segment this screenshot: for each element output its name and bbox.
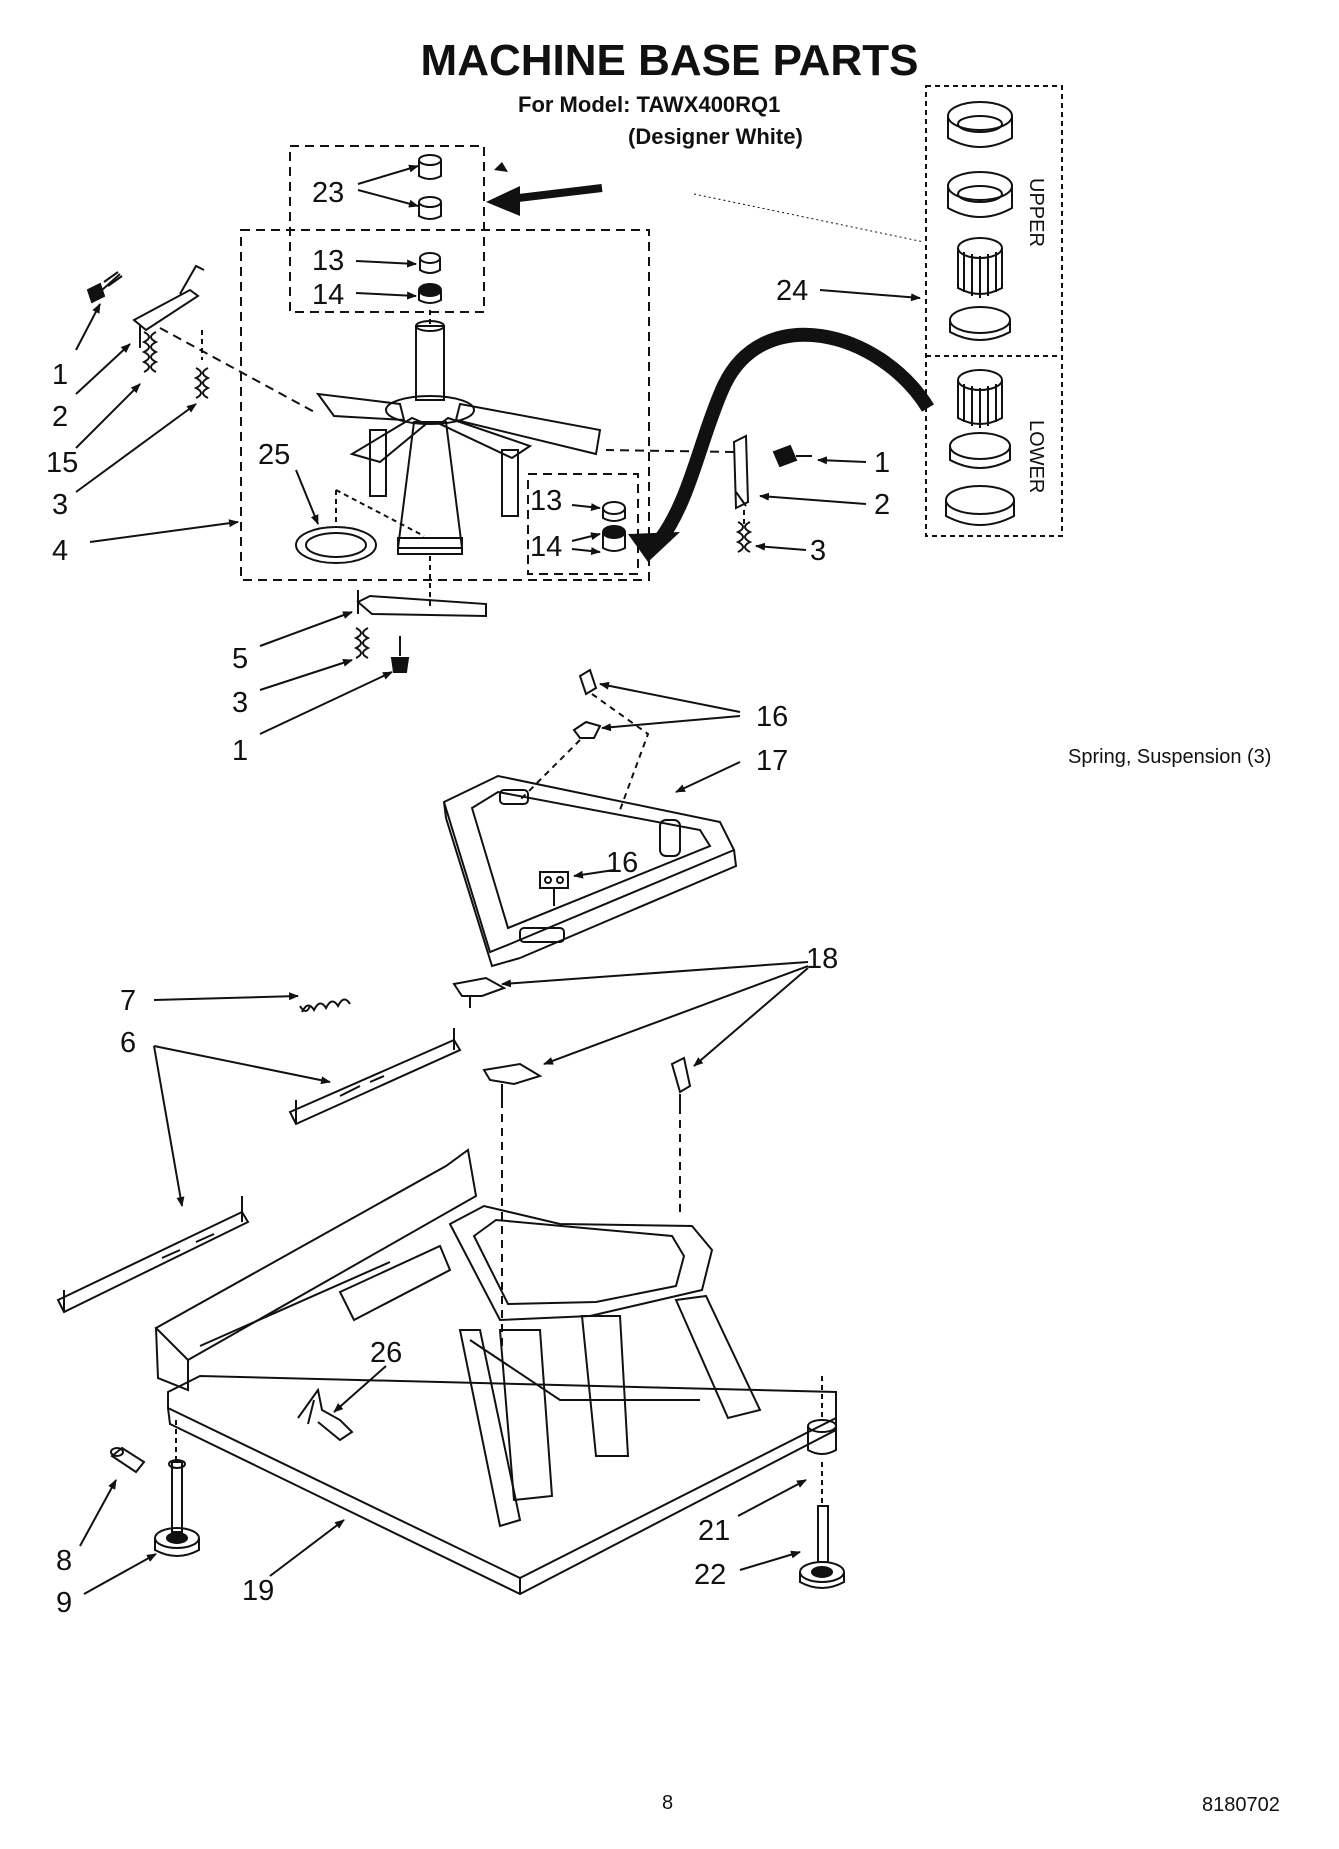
pad-16-center (539, 871, 569, 906)
bolt-1-lower (390, 636, 410, 673)
foot-pad-21 (807, 1376, 837, 1455)
kit-direction-arrow (654, 327, 934, 545)
callout-box-tub-support (240, 229, 650, 581)
spring-3-lower (353, 627, 371, 659)
page-title: MACHINE BASE PARTS (420, 36, 919, 85)
seal-ring-25 (295, 489, 425, 564)
bracket-2-right (605, 434, 750, 510)
model-number: For Model: TAWX400RQ1 (518, 92, 781, 117)
bracket-5 (356, 590, 487, 618)
spring-15 (141, 331, 159, 373)
callout-8: 8 (56, 1545, 72, 1577)
callout-22: 22 (694, 1559, 726, 1591)
spring-3-left (193, 367, 211, 399)
callout-14-lower: 14 (530, 531, 562, 563)
leveling-foot-9 (154, 1420, 200, 1557)
bracket-2-left (132, 264, 205, 348)
page-number: 8 (662, 1792, 674, 1814)
clip-26 (297, 1387, 354, 1442)
bearing-14-upper (418, 283, 442, 304)
callout-1-lower: 1 (232, 735, 248, 767)
callout-3-left: 3 (52, 489, 68, 521)
callout-25: 25 (258, 439, 290, 471)
callout-14-upper: 14 (312, 279, 344, 311)
callout-6: 6 (120, 1027, 136, 1059)
callout-23: 23 (312, 177, 344, 209)
callout-17: 17 (756, 745, 788, 777)
leader-arrows (75, 164, 921, 1595)
callout-2-left: 2 (52, 401, 68, 433)
bearing-23-upper (418, 154, 442, 220)
callout-18: 18 (806, 943, 838, 975)
callout-7: 7 (120, 985, 136, 1017)
bolt-1-right (772, 444, 812, 468)
callout-13-upper: 13 (312, 245, 344, 277)
callout-24: 24 (776, 275, 808, 307)
callout-1-right: 1 (874, 447, 890, 479)
callout-21: 21 (698, 1515, 730, 1547)
top-frame-17 (442, 774, 738, 968)
clip-18-right (670, 1056, 692, 1106)
callout-26: 26 (370, 1337, 402, 1369)
callout-15: 15 (46, 447, 78, 479)
callout-1-left: 1 (52, 359, 68, 391)
clip-16-top (519, 668, 650, 811)
tub-support-assembly (315, 320, 602, 610)
bearing-kit-box (925, 85, 1063, 537)
rail-6-lower (56, 1196, 250, 1314)
bolt-1-left (86, 271, 123, 304)
callout-9: 9 (56, 1587, 72, 1619)
leveling-foot-22 (799, 1462, 845, 1589)
parts-note: Spring, Suspension (3) (1068, 746, 1272, 768)
callout-3-lower: 3 (232, 687, 248, 719)
callout-4: 4 (52, 535, 68, 567)
base-frame-19 (154, 1148, 837, 1596)
lower-group-label: LOWER (1025, 420, 1047, 493)
leader-left-bracket (159, 327, 319, 415)
callout-19: 19 (242, 1575, 274, 1607)
callout-3-right: 3 (810, 535, 826, 567)
insert-8 (110, 1446, 146, 1474)
bearing-kit-upper-group (947, 101, 1013, 341)
rail-6-upper (288, 1028, 462, 1126)
spring-3-right (735, 510, 753, 553)
bearing-kit-lower-group (945, 369, 1015, 526)
callout-2-right: 2 (874, 489, 890, 521)
upper-group-label: UPPER (1025, 178, 1047, 247)
bearing-13-upper (419, 252, 441, 274)
document-number: 8180702 (1202, 1794, 1280, 1816)
callout-13-lower: 13 (530, 485, 562, 517)
callout-16-center: 16 (606, 847, 638, 879)
callout-numbers: 23 13 14 1 2 15 3 4 25 13 14 1 2 3 24 5 … (46, 177, 1047, 1619)
clip-18-middle (482, 1062, 543, 1100)
clip-18-top (452, 976, 507, 1008)
spring-7 (299, 998, 351, 1013)
callout-16-top: 16 (756, 701, 788, 733)
bearing-13-lower (602, 501, 626, 522)
bearing-14-lower (602, 525, 626, 552)
callout-5: 5 (232, 643, 248, 675)
model-variant: (Designer White) (628, 124, 803, 149)
